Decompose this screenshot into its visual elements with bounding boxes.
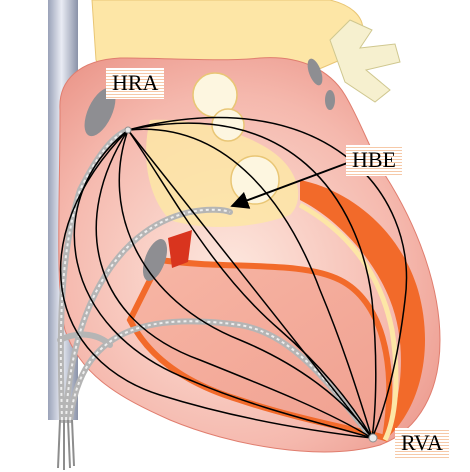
label-hbe: HBE — [346, 145, 402, 176]
opening-mid-right — [325, 90, 335, 110]
catheter-tails — [58, 420, 74, 470]
hra-tip — [125, 127, 131, 133]
label-rva: RVA — [395, 428, 449, 459]
label-hra: HRA — [106, 68, 164, 99]
rva-tip — [369, 434, 377, 442]
